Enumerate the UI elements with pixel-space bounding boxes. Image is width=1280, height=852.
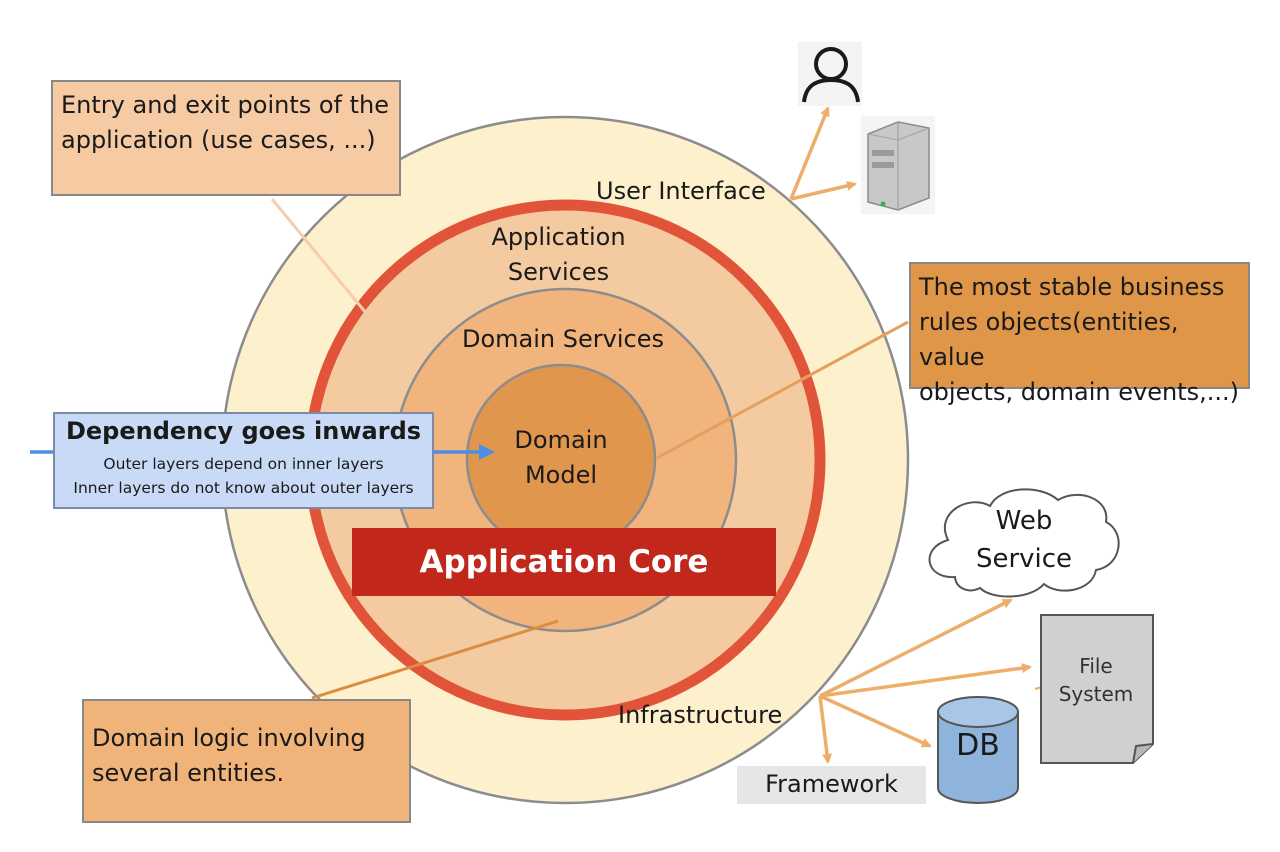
stable-rules-connector (656, 320, 909, 460)
stable-rules-note: The most stable business rules objects(e… (909, 262, 1250, 406)
file-fold (1132, 743, 1154, 764)
infra-to-web-service-arrow (819, 598, 1013, 698)
web-service-cloud (928, 488, 1120, 598)
application-core-label: Application Core (419, 544, 709, 580)
entry-exit-line-1: Entry and exit points of the (61, 91, 390, 119)
application-core-bar: Application Core (352, 528, 776, 596)
db-cylinder (937, 696, 1019, 804)
domain-model-label: Domain Model (495, 423, 627, 493)
domain-model-line-2: Model (524, 461, 598, 489)
entry-exit-note: Entry and exit points of the application… (51, 80, 401, 196)
file-system-line-2: System (1058, 682, 1134, 706)
web-service-line-1: Web (995, 506, 1053, 536)
infrastructure-label: Infrastructure (618, 701, 783, 729)
db-label: DB (956, 728, 1000, 763)
stable-rules-line-3: objects, domain events,...) (919, 378, 1239, 406)
entry-exit-connector (270, 198, 368, 314)
stable-rules-line-2: rules objects(entities, value (919, 308, 1179, 371)
stable-rules-line-1: The most stable business (919, 273, 1225, 301)
domain-services-label: Domain Services (462, 325, 664, 353)
user-icon (798, 42, 862, 106)
framework-box (737, 766, 926, 804)
infra-to-framework-arrow (818, 695, 833, 764)
domain-model-line-1: Domain (514, 426, 608, 454)
dependency-title: Dependency goes inwards (65, 417, 422, 445)
ui-to-server-arrow (790, 180, 857, 201)
file-system-line-1: File (1079, 654, 1113, 678)
domain-logic-note: Domain logic involving several entities. (82, 699, 411, 823)
infra-to-db-arrow (819, 694, 932, 748)
user-interface-label: User Interface (596, 177, 766, 205)
file-system-label: File System (1046, 652, 1146, 708)
domain-logic-connector (311, 619, 559, 700)
dependency-line-2: Inner layers do not know about outer lay… (73, 479, 414, 497)
dependency-line-1: Outer layers depend on inner layers (103, 455, 384, 473)
framework-label: Framework (765, 770, 898, 798)
infra-to-file-system-arrow (819, 663, 1032, 698)
web-service-label: Web Service (962, 502, 1086, 578)
application-services-line-2: Services (507, 258, 610, 286)
application-services-label: Application Services (476, 220, 641, 290)
entry-exit-line-2: application (use cases, ...) (61, 126, 376, 154)
web-service-line-2: Service (975, 544, 1073, 574)
dependency-box: Dependency goes inwards Outer layers dep… (53, 412, 434, 509)
server-icon (861, 116, 935, 214)
ui-to-user-arrow (789, 106, 830, 200)
domain-logic-line-1: Domain logic involving (92, 724, 366, 752)
domain-logic-line-2: several entities. (92, 759, 285, 787)
application-services-line-1: Application (491, 223, 626, 251)
